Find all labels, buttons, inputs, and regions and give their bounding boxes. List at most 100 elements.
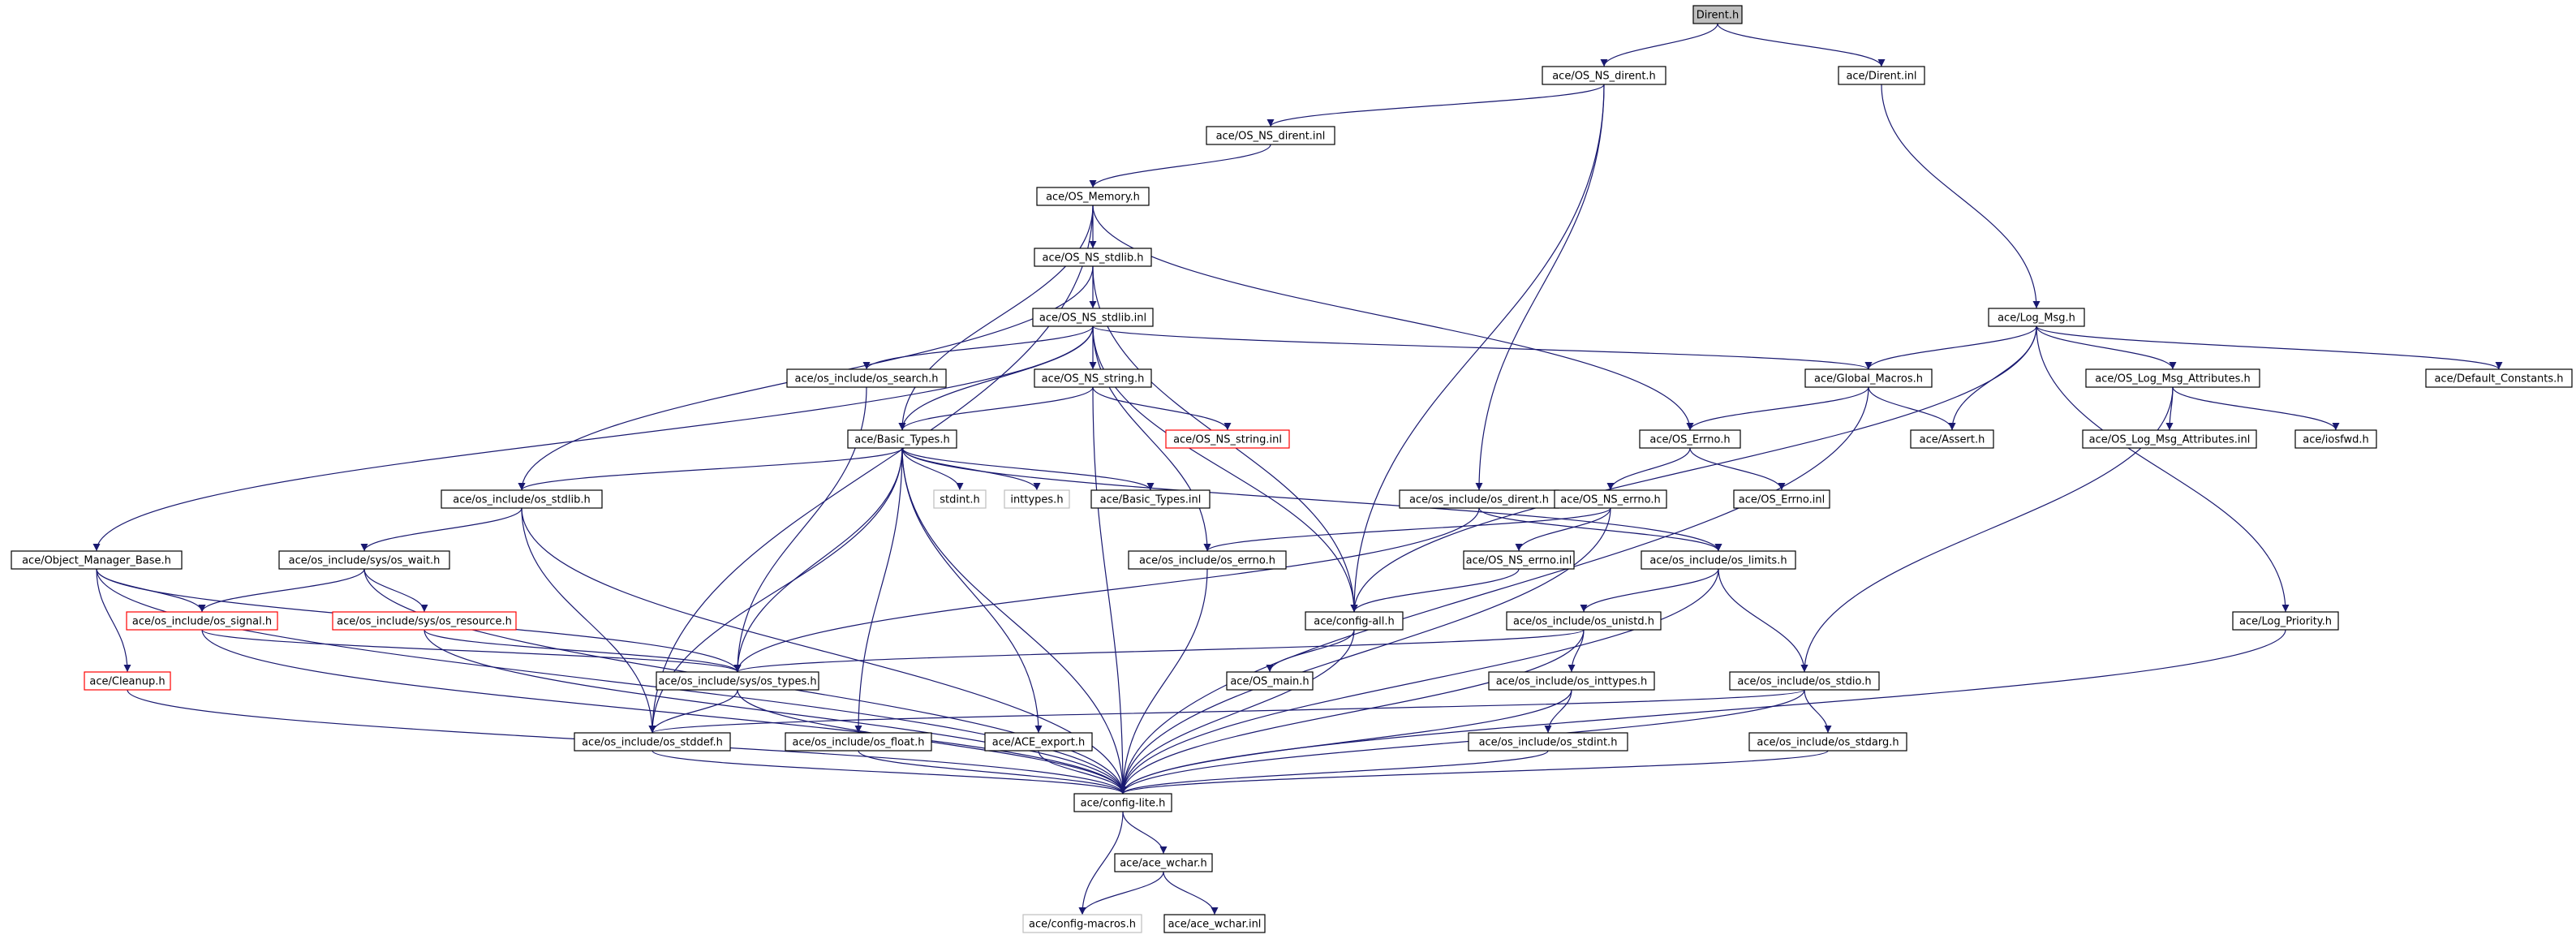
node-config_all_h[interactable]: ace/config-all.h [1305, 611, 1404, 631]
node-inttypes_h[interactable]: inttypes.h [1004, 489, 1070, 509]
node-basic_types_inl[interactable]: ace/Basic_Types.inl [1090, 489, 1211, 509]
node-log_priority_h[interactable]: ace/Log_Priority.h [2232, 611, 2339, 631]
node-os_stddef_h[interactable]: ace/os_include/os_stddef.h [574, 732, 731, 752]
node-os_resource_h[interactable]: ace/os_include/sys/os_resource.h [332, 611, 517, 631]
edge-os_stdarg_h-to-config_lite_h [1119, 750, 1829, 795]
node-os_types_h[interactable]: ace/os_include/sys/os_types.h [656, 671, 819, 691]
node-config_macros_h[interactable]: ace/config-macros.h [1022, 914, 1142, 933]
node-box [11, 550, 183, 570]
node-log_msg_h[interactable]: ace/Log_Msg.h [1988, 308, 2085, 327]
edge-os_signal_h-to-os_types_h [201, 629, 742, 673]
node-config_lite_h[interactable]: ace/config-lite.h [1073, 793, 1172, 812]
node-os_ns_stdlib_h[interactable]: ace/OS_NS_stdlib.h [1034, 248, 1152, 267]
node-label: ace/ace_wchar.inl [1168, 919, 1262, 931]
node-os_stdint_h[interactable]: ace/os_include/os_stdint.h [1468, 732, 1628, 752]
node-os_main_h[interactable]: ace/OS_main.h [1226, 671, 1314, 691]
node-label: ace/Basic_Types.h [854, 434, 949, 446]
node-os_log_msg_attributes_inl[interactable]: ace/OS_Log_Msg_Attributes.inl [2082, 429, 2257, 449]
edge-global_macros_h-to-config_lite_h [1119, 386, 1869, 795]
edge-os_ns_dirent_h-to-os_ns_dirent_inl [1266, 84, 1605, 127]
node-os_errno_h[interactable]: ace/OS_Errno.h [1639, 429, 1741, 449]
node-os_ns_errno_inl[interactable]: ace/OS_NS_errno.inl [1463, 550, 1575, 570]
node-label: ace/OS_NS_string.h [1042, 373, 1145, 386]
node-os_stdlib_h[interactable]: ace/os_include/os_stdlib.h [441, 489, 603, 509]
node-os_ns_dirent_inl[interactable]: ace/OS_NS_dirent.inl [1206, 126, 1335, 145]
node-os_stdio_h[interactable]: ace/os_include/os_stdio.h [1729, 671, 1880, 691]
node-os_dirent_h[interactable]: ace/os_include/os_dirent.h [1399, 489, 1559, 509]
node-os_stdarg_h[interactable]: ace/os_include/os_stdarg.h [1748, 732, 1907, 752]
node-box [984, 732, 1093, 752]
edge-basic_types_h-to-os_types_h [733, 447, 903, 673]
node-ace_export_h[interactable]: ace/ACE_export.h [984, 732, 1093, 752]
node-box [1910, 429, 1994, 449]
node-box [1004, 489, 1070, 509]
node-box [84, 671, 171, 691]
node-default_constants_h[interactable]: ace/Default_Constants.h [2425, 368, 2573, 388]
node-assert_h[interactable]: ace/Assert.h [1910, 429, 1994, 449]
node-label: ace/Cleanup.h [89, 676, 165, 688]
node-os_inttypes_h[interactable]: ace/os_include/os_inttypes.h [1488, 671, 1655, 691]
node-global_macros_h[interactable]: ace/Global_Macros.h [1804, 368, 1933, 388]
edge-os_errno_h-to-os_ns_errno_h [1606, 447, 1691, 491]
node-label: ace/os_include/os_float.h [792, 737, 924, 749]
node-label: ace/OS_NS_dirent.inl [1216, 131, 1326, 143]
node-os_unistd_h[interactable]: ace/os_include/os_unistd.h [1506, 611, 1662, 631]
node-label: ace/Default_Constants.h [2434, 373, 2563, 386]
node-label: ace/os_include/sys/os_wait.h [289, 555, 441, 567]
node-os_ns_stdlib_inl[interactable]: ace/OS_NS_stdlib.inl [1032, 308, 1154, 327]
edge-dirent_h-to-os_ns_dirent_h [1600, 23, 1718, 67]
edge-os_unistd_h-to-os_types_h [733, 629, 1585, 673]
node-label: ace/config-all.h [1314, 616, 1395, 628]
edge-os_ns_stdlib_inl-to-os_search_h [862, 325, 1094, 370]
node-label: ace/os_include/os_stddef.h [582, 737, 723, 749]
edge-ace_wchar_h-to-config_macros_h [1078, 871, 1164, 915]
node-os_search_h[interactable]: ace/os_include/os_search.h [786, 368, 947, 388]
edge-os_ns_errno_h-to-config_lite_h [1119, 507, 1611, 795]
node-label: ace/os_include/os_limits.h [1649, 555, 1787, 567]
node-os_errno_inc_h[interactable]: ace/os_include/os_errno.h [1128, 550, 1287, 570]
node-ace_wchar_inl[interactable]: ace/ace_wchar.inl [1163, 914, 1266, 933]
node-os_ns_errno_h[interactable]: ace/OS_NS_errno.h [1554, 489, 1667, 509]
edge-config_all_h-to-config_lite_h [1119, 629, 1355, 795]
node-object_manager_base_h[interactable]: ace/Object_Manager_Base.h [11, 550, 183, 570]
edge-os_memory_h-to-basic_types_h [898, 205, 1094, 431]
edge-log_msg_h-to-log_priority_h [2036, 325, 2290, 613]
node-stdint_h[interactable]: stdint.h [933, 489, 987, 509]
edge-os_float_h-to-config_lite_h [858, 750, 1127, 795]
node-label: ace/os_include/os_dirent.h [1409, 494, 1549, 506]
node-iosfwd_h[interactable]: ace/iosfwd.h [2294, 429, 2377, 449]
node-os_signal_h[interactable]: ace/os_include/os_signal.h [126, 611, 278, 631]
edge-dirent_h-to-dirent_inl [1717, 23, 1886, 67]
edge-config_lite_h-to-config_macros_h [1078, 811, 1124, 915]
node-os_ns_dirent_h[interactable]: ace/OS_NS_dirent.h [1542, 66, 1666, 85]
edge-os_stdint_h-to-config_lite_h [1119, 750, 1549, 795]
node-box [1639, 429, 1741, 449]
node-os_float_h[interactable]: ace/os_include/os_float.h [785, 732, 932, 752]
node-label: ace/Assert.h [1920, 434, 1985, 446]
node-label: ace/Object_Manager_Base.h [22, 555, 171, 567]
node-os_ns_string_h[interactable]: ace/OS_NS_string.h [1034, 368, 1152, 388]
node-cleanup_h[interactable]: ace/Cleanup.h [84, 671, 171, 691]
node-label: ace/OS_NS_stdlib.inl [1039, 312, 1146, 325]
node-basic_types_h[interactable]: ace/Basic_Types.h [847, 429, 957, 449]
edge-os_resource_h-to-config_lite_h [424, 629, 1127, 795]
node-os_wait_h[interactable]: ace/os_include/sys/os_wait.h [278, 550, 450, 570]
edge-dirent_inl-to-log_msg_h [1881, 84, 2041, 309]
node-os_memory_h[interactable]: ace/OS_Memory.h [1036, 187, 1150, 206]
node-dirent_inl[interactable]: ace/Dirent.inl [1838, 66, 1925, 85]
node-ace_wchar_h[interactable]: ace/ace_wchar.h [1114, 853, 1213, 872]
node-box [126, 611, 278, 631]
node-box [2294, 429, 2377, 449]
node-os_limits_h[interactable]: ace/os_include/os_limits.h [1641, 550, 1796, 570]
edge-ace_wchar_h-to-ace_wchar_inl [1163, 871, 1219, 915]
edge-os_memory_h-to-os_stddef_h [648, 205, 1094, 734]
edge-os_unistd_h-to-os_inttypes_h [1568, 629, 1585, 673]
node-dirent_h[interactable]: Dirent.h [1692, 5, 1743, 24]
edge-config_lite_h-to-ace_wchar_h [1122, 811, 1168, 855]
node-os_ns_string_inl[interactable]: ace/OS_NS_string.inl [1165, 429, 1290, 449]
edge-os_search_h-to-os_types_h [733, 386, 867, 673]
node-label: ace/OS_NS_dirent.h [1552, 71, 1656, 83]
node-os_log_msg_attributes_h[interactable]: ace/OS_Log_Msg_Attributes.h [2085, 368, 2260, 388]
node-box [1554, 489, 1667, 509]
node-os_errno_inl[interactable]: ace/OS_Errno.inl [1733, 489, 1830, 509]
